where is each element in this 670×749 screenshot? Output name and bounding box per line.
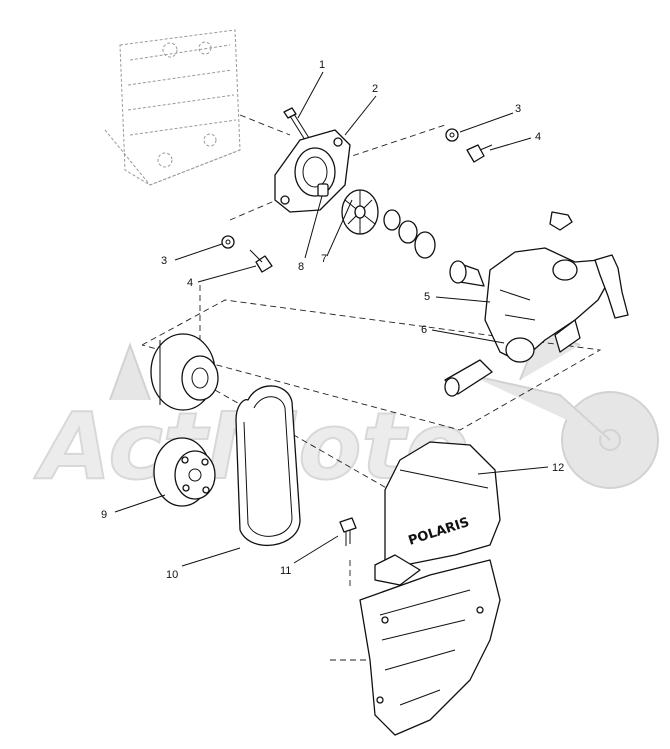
leader-lines <box>114 71 549 567</box>
callout-1: 1 <box>319 59 325 71</box>
part-11-screw <box>339 517 357 546</box>
callout-10: 10 <box>166 569 178 581</box>
callout-9: 9 <box>101 509 107 521</box>
washer-bolt-right <box>445 128 493 163</box>
upper-pulley <box>150 333 219 411</box>
part-5-pump-body <box>484 247 613 363</box>
callout-11: 11 <box>280 565 291 577</box>
sleeve-insert <box>444 359 493 397</box>
crankcase-housing <box>359 559 501 736</box>
part-10-belt <box>235 385 301 546</box>
callout-7: 7 <box>321 253 327 265</box>
part-8-fitting <box>317 183 329 197</box>
washer-bolt-left <box>221 235 273 273</box>
callout-6: 6 <box>421 324 427 336</box>
part-7-impeller <box>341 189 379 235</box>
callout-4-left: 4 <box>187 277 193 289</box>
callout-12: 12 <box>552 462 564 474</box>
callout-labels: 1 2 3 4 3 4 8 7 5 6 9 10 11 12 <box>101 59 564 581</box>
part-9-pulley <box>153 437 216 507</box>
pump-shaft-assembly <box>383 209 485 287</box>
callout-5: 5 <box>424 291 430 303</box>
callout-3-left: 3 <box>161 255 167 267</box>
callout-3-right: 3 <box>515 103 521 115</box>
cylinder-head-ghost <box>104 29 241 186</box>
part-2-pump-cover <box>274 129 351 213</box>
callout-4-right: 4 <box>535 131 541 143</box>
hose-fittings <box>549 211 629 319</box>
part-12-belt-cover: POLARIS <box>374 441 501 586</box>
watermark-logo: ActMoto <box>33 328 659 501</box>
part-1-bolt <box>283 107 310 141</box>
callout-8: 8 <box>298 261 304 273</box>
callout-2: 2 <box>372 83 378 95</box>
